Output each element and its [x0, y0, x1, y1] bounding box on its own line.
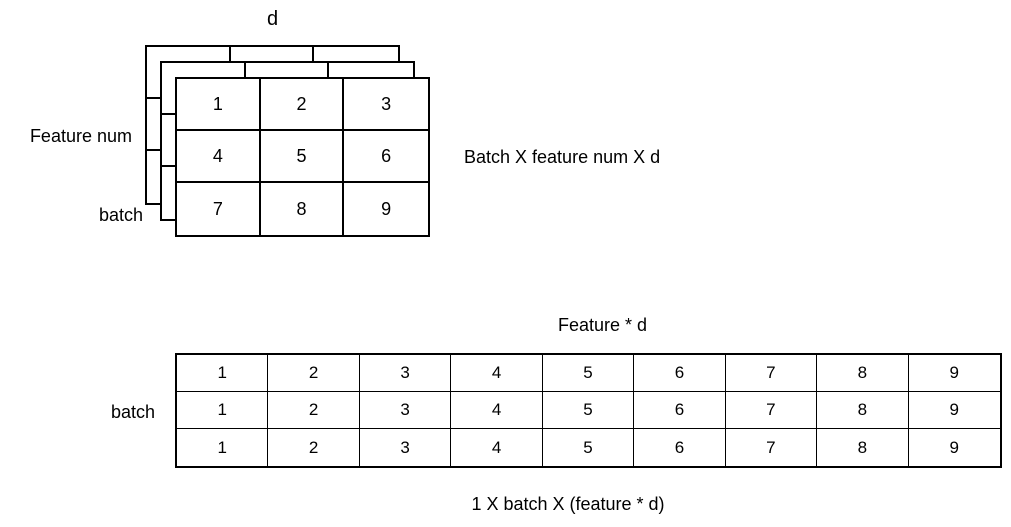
- batch-dimension-label-bottom: batch: [110, 402, 155, 422]
- grid-cell: 9: [908, 355, 1000, 392]
- grid-cell: 1: [177, 429, 269, 466]
- grid-cell: 5: [260, 131, 345, 183]
- grid-cell: 6: [634, 355, 726, 392]
- grid-cell: 7: [726, 429, 818, 466]
- grid-cell: 6: [634, 429, 726, 466]
- grid-cell: 8: [261, 183, 345, 235]
- grid-cell: 5: [542, 392, 635, 429]
- grid-cell: 7: [177, 183, 261, 235]
- grid-cell: 4: [451, 355, 543, 392]
- grid-cell: 5: [542, 355, 635, 392]
- grid-cell: 4: [451, 429, 543, 466]
- grid-cell: 9: [381, 198, 392, 219]
- grid-cell: 3: [359, 355, 452, 392]
- grid-cell: 7: [725, 392, 818, 429]
- grid-cell: 7: [725, 355, 818, 392]
- grid-cell: 1: [177, 355, 269, 392]
- grid-cell: 2: [268, 392, 360, 429]
- grid-cell: 6: [344, 131, 428, 183]
- grid-cell: 9: [908, 392, 1000, 429]
- grid-cell: 8: [817, 392, 909, 429]
- batch-dimension-label-top: batch: [98, 205, 143, 225]
- d-dimension-label: d: [266, 8, 279, 30]
- grid-cell: 4: [177, 131, 261, 183]
- flattened-shape-caption: 1 X batch X (feature * d): [471, 494, 665, 514]
- feature-d-dimension-label: Feature * d: [557, 315, 648, 335]
- grid-cell: 8: [817, 429, 909, 466]
- grid-cell: 3: [360, 429, 452, 466]
- grid-cell: 2: [268, 355, 360, 392]
- grid-cell: 3: [359, 392, 452, 429]
- tensor-shape-caption: Batch X feature num X d: [464, 147, 661, 167]
- grid-cell: 3: [344, 79, 428, 131]
- grid-cell: 4: [451, 392, 543, 429]
- grid-cell: 2: [260, 79, 345, 131]
- grid-cell: 2: [268, 429, 360, 466]
- grid-cell: 9: [949, 437, 959, 457]
- grid-cell: 5: [543, 429, 635, 466]
- grid-cell: 8: [817, 355, 909, 392]
- feature-num-dimension-label: Feature num: [29, 126, 132, 146]
- grid-cell: 1: [177, 79, 261, 131]
- grid-cell: 1: [177, 392, 269, 429]
- grid-cell: 6: [634, 392, 726, 429]
